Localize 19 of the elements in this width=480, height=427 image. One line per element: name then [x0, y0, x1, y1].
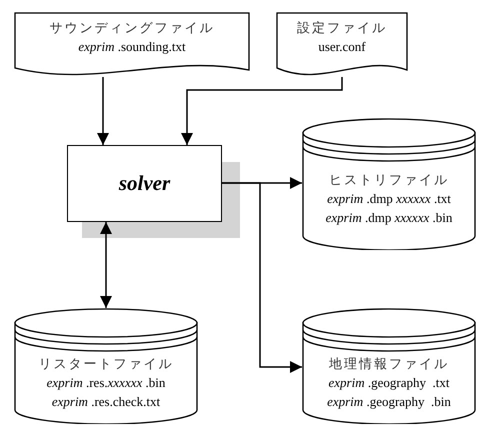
file-type-label: ヒストリファイル	[329, 171, 449, 189]
arrow	[100, 222, 112, 308]
file-type-label: 設定ファイル	[297, 19, 387, 37]
process-label: solver	[118, 170, 170, 197]
file-type-label: 地理情報ファイル	[329, 355, 449, 373]
arrow	[97, 77, 109, 145]
file-type-label: リスタートファイル	[38, 355, 174, 373]
file-type-label: サウンディングファイル	[50, 19, 214, 37]
process-box	[67, 145, 222, 222]
file-name-label: exprim .sounding.txt	[78, 38, 186, 56]
file-name-label: exprim .res.check.txt	[52, 393, 160, 411]
file-name-label: exprim .dmp xxxxxx .bin	[326, 209, 452, 227]
arrow	[222, 182, 302, 373]
file-name-label: exprim .res.xxxxxx .bin	[46, 374, 166, 392]
arrow	[181, 77, 343, 145]
file-name-label: exprim .geography .txt	[328, 374, 450, 392]
file-name-label: exprim .geography .bin	[327, 393, 451, 411]
file-name-label: exprim .dmp xxxxxx .txt	[327, 190, 451, 208]
file-name-label: user.conf	[318, 38, 366, 56]
